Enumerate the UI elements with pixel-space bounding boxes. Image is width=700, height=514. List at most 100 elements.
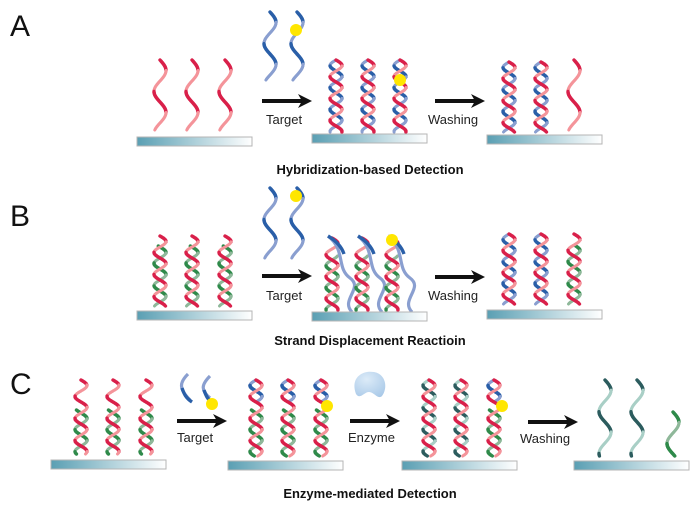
target-strand <box>356 234 387 314</box>
step-label-target: Target <box>266 112 303 127</box>
strand-probe <box>360 58 376 134</box>
panel-letter-a: A <box>10 10 30 43</box>
sensor-surface <box>401 460 518 471</box>
caption-strand-displacement: Strand Displacement Reactioin <box>274 333 465 348</box>
target-strand <box>262 10 278 82</box>
strand-probe <box>105 378 121 456</box>
step-label-washing: Washing <box>520 431 570 446</box>
probe-blocker-duplex <box>138 378 154 456</box>
panel-letter-c: C <box>10 368 32 401</box>
arrow-icon <box>435 94 485 108</box>
sensor-surface <box>311 311 428 322</box>
arrow-icon <box>350 414 400 428</box>
strand-probe <box>486 378 502 458</box>
probe-target-duplex <box>501 232 517 306</box>
strand-probe <box>566 232 582 306</box>
remnant-strand <box>597 378 613 458</box>
step-label-enzyme: Enzyme <box>348 430 395 445</box>
sensor-surface <box>136 136 253 147</box>
target-strand <box>326 234 357 314</box>
target-strand <box>327 234 346 255</box>
strand-probe <box>501 232 517 306</box>
step-label-washing: Washing <box>428 112 478 127</box>
probe-strand <box>566 58 582 132</box>
strand-probe <box>73 378 89 456</box>
remnant-strand <box>629 378 645 458</box>
probe-remnant-duplex <box>421 378 437 458</box>
panel-letter-b: B <box>10 200 30 233</box>
probe-target-duplex <box>533 60 549 134</box>
strand-probe <box>533 232 549 306</box>
target-strand <box>357 234 376 255</box>
target-strand <box>262 186 278 260</box>
fluorescent-label-icon <box>290 190 302 202</box>
target-strand <box>289 186 305 260</box>
probe-target-blocker-complex <box>248 378 264 458</box>
fluorescent-label-icon <box>386 234 398 246</box>
probe-target-duplex <box>328 58 344 134</box>
probe-blocker-duplex <box>354 236 370 312</box>
sensor-surface <box>311 133 428 144</box>
arrow-icon <box>435 270 485 284</box>
strand-probe <box>421 378 437 458</box>
fluorescent-label-icon <box>394 74 406 86</box>
probe-blocker-duplex <box>217 234 233 308</box>
caption-hybridization: Hybridization-based Detection <box>276 162 463 177</box>
probe-target-duplex <box>360 58 376 134</box>
probe-blocker-duplex <box>184 234 200 308</box>
strand-probe <box>328 58 344 134</box>
sensor-surface <box>486 134 603 145</box>
strand-probe <box>248 378 264 458</box>
target-strand <box>289 10 305 82</box>
probe-blocker-duplex <box>105 378 121 456</box>
strand-blocker <box>73 408 89 456</box>
strand-probe <box>453 378 469 458</box>
target-strand <box>180 387 193 404</box>
fluorescent-label-icon <box>290 24 302 36</box>
arrow-icon <box>528 415 578 429</box>
arrow-icon <box>262 94 312 108</box>
panel-c-graphics <box>50 371 690 471</box>
panel-c: C Target Enzyme Washing Enzyme-mediated … <box>10 368 690 501</box>
probe-strand <box>217 58 233 132</box>
sensor-surface <box>227 460 344 471</box>
strand-probe <box>184 234 200 308</box>
strand-probe <box>280 378 296 458</box>
strand-probe <box>152 234 168 308</box>
panel-a: A Target Washing Hybridization-based Det… <box>10 10 603 177</box>
panel-a-graphics <box>136 10 603 147</box>
strand-probe <box>313 378 329 458</box>
probe-target-duplex <box>501 60 517 134</box>
fluorescent-label-icon <box>496 400 508 412</box>
sensor-surface <box>573 460 690 471</box>
strand-probe <box>138 378 154 456</box>
probe-remnant-duplex <box>453 378 469 458</box>
probe-blocker-duplex <box>152 234 168 308</box>
target-strand <box>386 234 417 314</box>
probe-target-blocker-complex <box>280 378 296 458</box>
blocker-strand <box>665 410 681 458</box>
step-label-target: Target <box>177 430 214 445</box>
probe-target-duplex <box>533 232 549 306</box>
sensor-surface <box>136 310 253 321</box>
caption-enzyme-mediated: Enzyme-mediated Detection <box>283 486 456 501</box>
panel-b: B Target Washing Strand Displacement Rea… <box>10 186 603 348</box>
step-label-target: Target <box>266 288 303 303</box>
arrow-icon <box>262 269 312 283</box>
strand-blocker <box>138 408 154 456</box>
strand-blocker <box>486 408 502 458</box>
arrow-icon <box>177 414 227 428</box>
probe-target-blocker-complex <box>486 378 502 458</box>
fluorescent-label-icon <box>206 398 218 410</box>
probe-strand <box>184 58 200 132</box>
probe-blocker-duplex <box>566 232 582 306</box>
fluorescent-label-icon <box>321 400 333 412</box>
panel-b-graphics <box>136 186 603 322</box>
enzyme-icon <box>354 371 386 398</box>
probe-blocker-duplex <box>73 378 89 456</box>
strand-probe <box>533 60 549 134</box>
probe-strand <box>152 58 168 132</box>
step-label-washing: Washing <box>428 288 478 303</box>
strand-probe <box>501 60 517 134</box>
